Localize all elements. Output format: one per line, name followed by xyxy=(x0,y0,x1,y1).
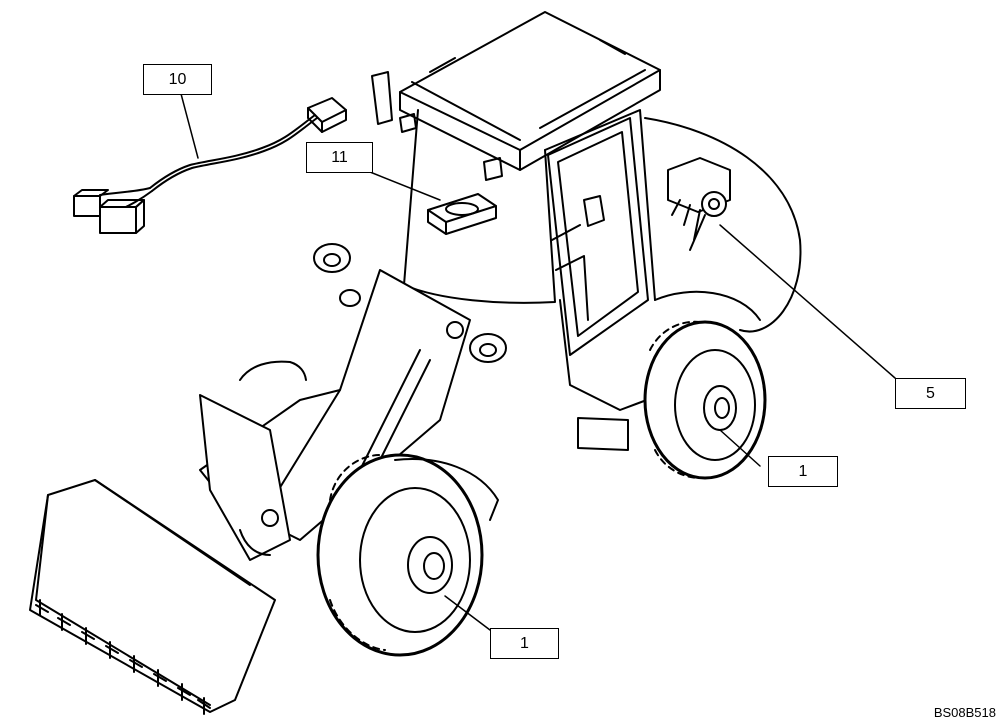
callout-5: 5 xyxy=(895,378,966,409)
wiring-harness-drawing xyxy=(73,97,347,234)
bucket-drawing xyxy=(29,479,276,715)
electrical-component-drawing xyxy=(667,157,731,251)
callout-1-rear: 1 xyxy=(768,456,838,487)
cab-drawing xyxy=(371,11,661,356)
dome-light-drawing xyxy=(427,193,497,235)
figure-reference: BS08B518 xyxy=(933,705,996,720)
callout-10: 10 xyxy=(143,64,212,95)
callout-1-front: 1 xyxy=(490,628,559,659)
boom-drawing xyxy=(199,269,471,561)
left-wheel-drawing xyxy=(239,360,307,556)
work-lights-drawing xyxy=(313,243,507,363)
callout-11: 11 xyxy=(306,142,373,173)
leader-lines xyxy=(179,89,896,631)
rear-wheel-drawing xyxy=(643,320,767,480)
rear-body-drawing xyxy=(559,117,802,451)
front-wheel-drawing xyxy=(316,453,499,657)
